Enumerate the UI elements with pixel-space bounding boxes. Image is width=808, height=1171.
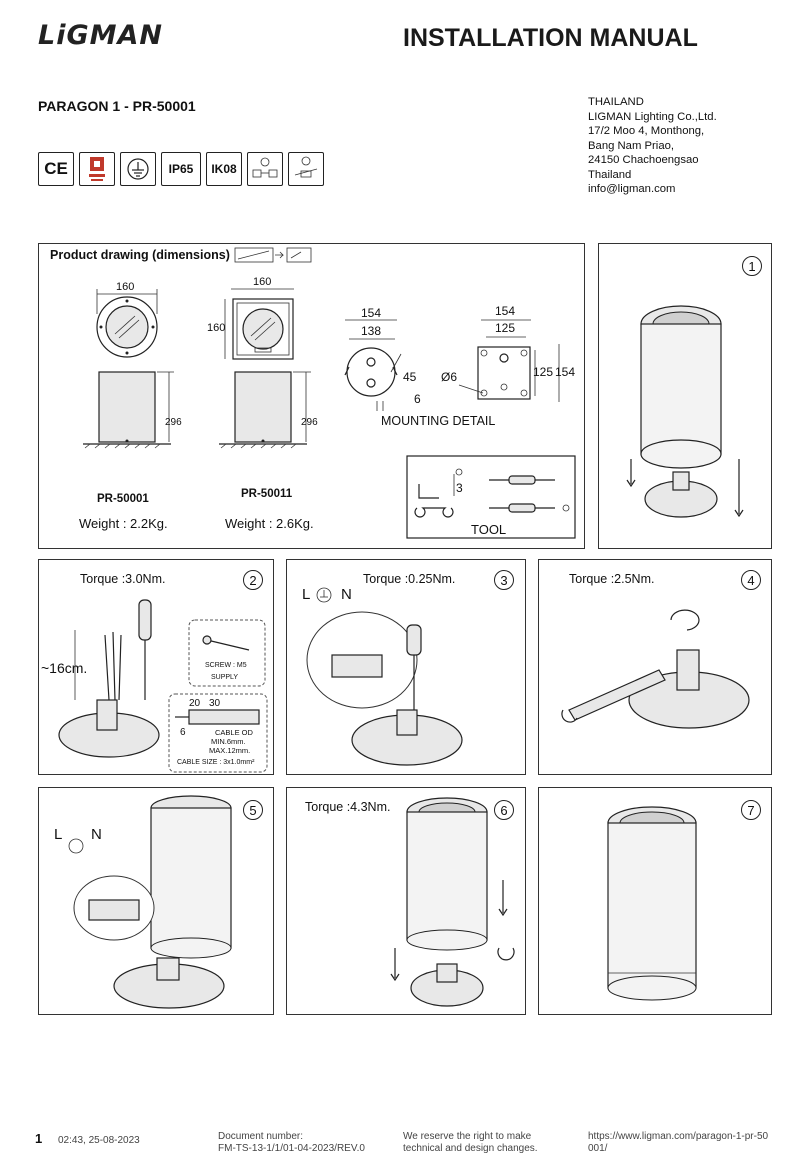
tool-hex-size: 3 — [456, 481, 463, 495]
cable-od-min: MIN.6mm. — [211, 737, 246, 746]
live-label: L — [54, 826, 63, 843]
dim-height-round: 296 — [165, 417, 182, 428]
address-line: 17/2 Moo 4, Monthong, — [588, 125, 705, 137]
weight-square: Weight : 2.6Kg. — [225, 516, 314, 531]
mount-dim-g: 125 — [533, 365, 554, 379]
step-4-illustration — [561, 609, 750, 729]
address-line: Bang Nam Priao, — [588, 139, 675, 152]
torque-value: Torque :4.3Nm. — [305, 800, 391, 814]
document-number: Document number: FM-TS-13-1/1/01-04-2023… — [218, 1131, 365, 1155]
wire-length: ~16cm. — [41, 660, 88, 676]
driver-icon — [247, 152, 283, 186]
model-label-round: PR-50001 — [97, 493, 149, 505]
product-url-line[interactable]: 001/ — [588, 1143, 608, 1154]
step-number: 2 — [243, 570, 263, 590]
step-number: 6 — [494, 800, 514, 820]
company-address: THAILAND LIGMAN Lighting Co.,Ltd. 17/2 M… — [588, 95, 717, 197]
ip-rating-icon: IP65 — [161, 152, 201, 186]
step-1-illustration — [626, 305, 744, 518]
dimension-drawings — [83, 247, 576, 539]
step-number: 7 — [741, 800, 761, 820]
step-number: 1 — [742, 256, 762, 276]
mount-dim-a: 154 — [361, 306, 382, 320]
ce-mark-icon: CE — [38, 152, 74, 186]
product-drawing-panel: Product drawing (dimensions) — [38, 243, 585, 549]
mount-dim-diameter: Ø6 — [441, 370, 458, 384]
mount-dim-e: 154 — [495, 304, 516, 318]
screw-supply: SUPPLY — [211, 674, 239, 681]
dim-width-round: 160 — [116, 281, 135, 293]
step-2-panel: Torque :3.0Nm. 2 ~16cm. SCREW : M5 SUPPL… — [38, 559, 274, 775]
neutral-label: N — [91, 826, 102, 843]
torque-value: Torque :2.5Nm. — [569, 572, 655, 586]
inground-icon — [288, 152, 324, 186]
dim-height-square: 296 — [301, 417, 318, 428]
weight-round: Weight : 2.2Kg. — [79, 516, 168, 531]
cable-od-max: MAX.12mm. — [209, 746, 251, 755]
product-url-line[interactable]: https://www.ligman.com/paragon-1-pr-50 — [588, 1131, 769, 1142]
model-label-square: PR-50011 — [241, 488, 293, 500]
mount-dim-f: 125 — [495, 321, 516, 335]
ik-rating-icon: IK08 — [206, 152, 242, 186]
step-2-illustration — [58, 599, 268, 773]
mount-dim-h: 154 — [555, 365, 576, 379]
print-timestamp: 02:43, 25-08-2023 — [58, 1135, 140, 1146]
torque-value: Torque :3.0Nm. — [80, 572, 166, 586]
mount-dim-c: 45 — [403, 370, 417, 384]
document-title: INSTALLATION MANUAL — [403, 24, 698, 52]
cable-size: CABLE SIZE : 3x1.0mm² — [177, 759, 255, 766]
neutral-label: N — [341, 586, 352, 603]
address-line: Thailand — [588, 168, 632, 181]
step-number: 4 — [741, 570, 761, 590]
cable-od-label: CABLE OD — [215, 728, 253, 737]
screw-label: SCREW : M5 — [205, 662, 247, 669]
step-3-panel: Torque :0.25Nm. 3 L N — [286, 559, 526, 775]
document-number-value: FM-TS-13-1/1/01-04-2023/REV.0 — [218, 1143, 365, 1154]
product-name: PARAGON 1 - PR-50001 — [38, 98, 196, 114]
torque-value: Torque :0.25Nm. — [363, 572, 456, 586]
quality-cert-icon — [79, 152, 115, 186]
step-6-panel: Torque :4.3Nm. 6 — [286, 787, 526, 1015]
strip-length-a: 20 — [189, 698, 201, 709]
drawing-title: Product drawing (dimensions) — [50, 248, 230, 262]
disclaimer-line: technical and design changes. — [403, 1143, 538, 1154]
step-7-panel: 7 — [538, 787, 772, 1015]
step-1-panel: 1 — [598, 243, 772, 549]
product-url[interactable]: https://www.ligman.com/paragon-1-pr-50 0… — [588, 1131, 768, 1155]
address-line: 24150 Chachoengsao — [588, 154, 699, 166]
step-number: 5 — [243, 800, 263, 820]
live-label: L — [302, 586, 311, 603]
earth-ground-icon — [120, 152, 156, 186]
step-5-illustration — [68, 795, 232, 1009]
step-number: 3 — [494, 570, 514, 590]
mounting-detail-caption: MOUNTING DETAIL — [381, 414, 496, 428]
address-line: THAILAND — [588, 96, 644, 108]
strip-length-b: 30 — [209, 698, 221, 709]
brand-logo: LiGMAN — [38, 20, 163, 51]
step-6-illustration — [390, 797, 515, 1007]
step-7-illustration — [607, 806, 697, 1001]
page-number: 1 — [35, 1131, 43, 1146]
mount-dim-d: 6 — [414, 392, 421, 406]
step-3-illustration — [306, 587, 463, 766]
address-email: info@ligman.com — [588, 183, 676, 195]
tool-caption: TOOL — [471, 522, 507, 537]
document-number-label: Document number: — [218, 1131, 304, 1142]
step-4-panel: Torque :2.5Nm. 4 — [538, 559, 772, 775]
strip-length-c: 6 — [180, 727, 186, 738]
dim-depth-square: 160 — [207, 322, 226, 334]
dim-width-square: 160 — [253, 276, 272, 288]
certification-icons: CE IP65 IK08 — [38, 152, 324, 186]
mount-dim-b: 138 — [361, 324, 382, 338]
address-line: LIGMAN Lighting Co.,Ltd. — [588, 110, 717, 123]
disclaimer: We reserve the right to make technical a… — [403, 1131, 538, 1155]
step-5-panel: 5 L N — [38, 787, 274, 1015]
disclaimer-line: We reserve the right to make — [403, 1131, 532, 1142]
